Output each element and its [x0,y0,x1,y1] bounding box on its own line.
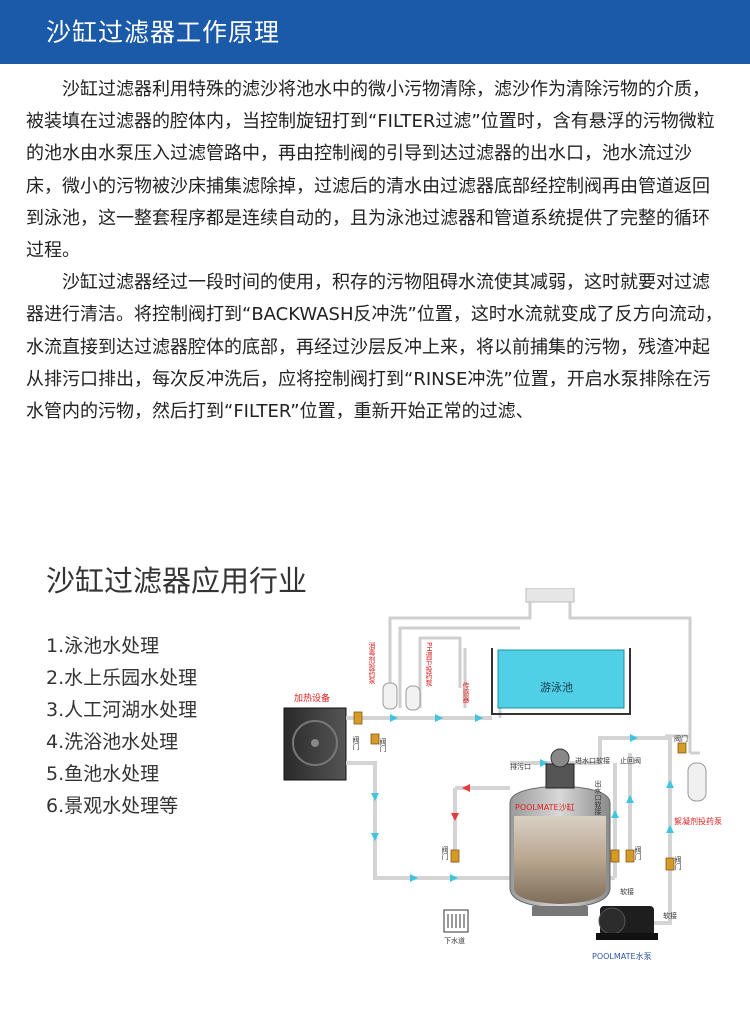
heater-label: 加热设备 [294,692,330,704]
hose-label: 软接 [620,887,634,896]
filter-label: POOLMATE沙缸 [515,802,575,812]
valve-icon [610,849,620,863]
valve-icon [665,857,675,871]
sand-filter: POOLMATE沙缸 [509,748,611,916]
pump-label: POOLMATE水泵 [592,951,652,961]
header-bar: 沙缸过滤器工作原理 [0,0,750,64]
swimming-pool: 游泳池 [491,648,631,715]
list-item: 5.鱼池水处理 [46,763,160,785]
diagram-svg: 游泳池 消毒剂投药泵 PH调节投药泵 传感器 加热设备 [283,588,722,961]
sensor-label: 传感器 [462,681,470,704]
valve-icon [353,711,363,725]
heater: 加热设备 [283,692,347,781]
chemical-pumps: 消毒剂投药泵 PH调节投药泵 传感器 [368,641,470,711]
hose-label-2: 软接 [663,911,677,920]
valve-icon [450,849,460,863]
page-title: 沙缸过滤器工作原理 [46,18,281,47]
svg-text:阀门: 阀门 [674,734,688,743]
intro-paragraph-1: 沙缸过滤器利用特殊的滤沙将池水中的微小污物清除，滤沙作为清除污物的介质，被装填在… [26,79,715,262]
list-item: 2.水上乐园水处理 [46,667,198,689]
intro-text: 沙缸过滤器利用特殊的滤沙将池水中的微小污物清除，滤沙作为清除污物的介质，被装填在… [26,74,726,428]
filter-labels: 排污口 进水口软接 止回阀 出水口软接 软接 软接 [510,756,677,920]
flocculant-pump-label: 絮凝剂投药泵 [674,816,722,826]
applications-list: 1.泳池水处理 2.水上乐园水处理 3.人工河湖水处理 4.洗浴池水处理 5.鱼… [46,630,197,822]
svg-text:阀门: 阀门 [634,845,642,861]
ph-pump-label: PH调节投药泵 [425,642,433,687]
list-item: 1.泳池水处理 [46,635,160,657]
filtration-system-diagram: 游泳池 消毒剂投药泵 PH调节投药泵 传感器 加热设备 [270,588,750,976]
water-pump: POOLMATE水泵 [592,906,658,961]
drain-outlet-label: 排污口 [510,762,531,771]
disinfectant-pump-label: 消毒剂投药泵 [368,641,376,684]
flocculant-pump: 絮凝剂投药泵 [674,762,722,826]
valve-icon [677,742,687,754]
applications-title: 沙缸过滤器应用行业 [46,564,308,598]
list-item: 4.洗浴池水处理 [46,731,179,753]
inlet-hose-label: 进水口软接 [575,756,610,765]
valve-icon [625,849,635,863]
valves [353,711,687,871]
top-manifold [525,588,575,603]
sewer-drain: 下水道 [443,909,469,945]
intro-paragraph-2: 沙缸过滤器经过一段时间的使用，积存的污物阻碍水流使其减弱，这时就要对过滤器进行清… [26,272,723,423]
list-item: 3.人工河湖水处理 [46,699,198,721]
flow-arrows [371,714,674,882]
svg-text:阀门: 阀门 [352,735,360,751]
svg-text:阀门: 阀门 [674,855,682,871]
check-valve-label: 止回阀 [620,756,641,765]
svg-text:阀门: 阀门 [441,845,449,861]
pool-label: 游泳池 [540,680,573,694]
sewer-label: 下水道 [444,936,465,945]
list-item: 6.景观水处理等 [46,795,179,817]
svg-text:阀门: 阀门 [379,737,387,753]
valve-icon [370,733,380,745]
outlet-hose-label: 出水口软接 [594,779,602,816]
